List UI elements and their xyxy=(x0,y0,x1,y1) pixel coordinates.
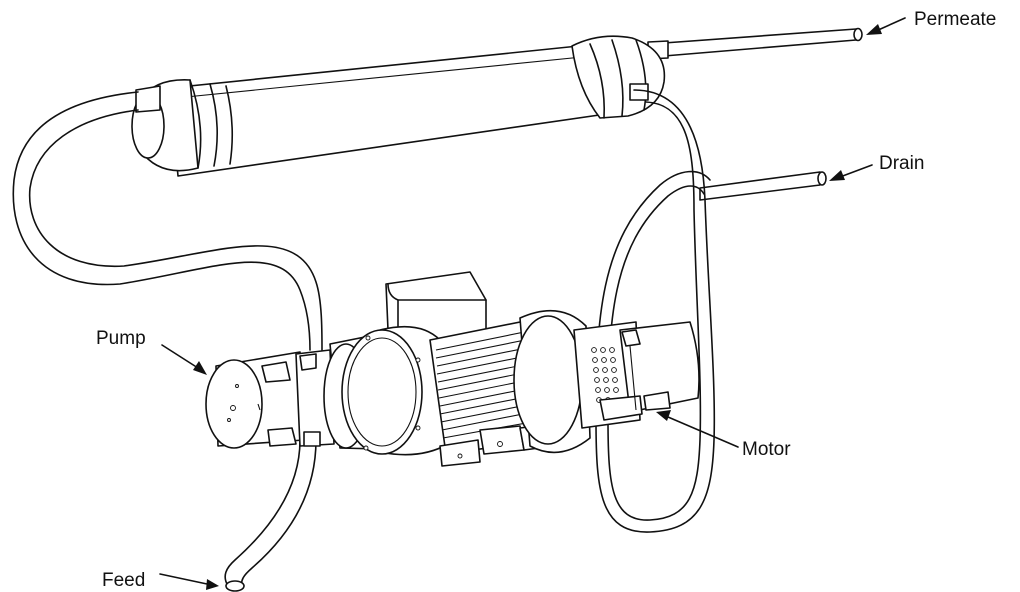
pump-unit xyxy=(205,349,335,449)
label-drain: Drain xyxy=(829,153,924,181)
label-feed: Feed xyxy=(102,570,219,591)
permeate-pipe xyxy=(647,27,863,60)
label-permeate: Permeate xyxy=(866,9,996,35)
pump-label: Pump xyxy=(96,328,146,349)
tubing xyxy=(12,89,716,592)
tube-stubs xyxy=(135,83,649,113)
label-pump: Pump xyxy=(96,328,207,375)
motor-unit xyxy=(341,271,591,467)
motor-label: Motor xyxy=(742,439,791,460)
permeate-label: Permeate xyxy=(914,9,996,30)
vent-holes-right xyxy=(591,347,619,403)
right-pump-head xyxy=(599,321,700,421)
label-motor: Motor xyxy=(656,410,791,460)
drain-label: Drain xyxy=(879,153,924,174)
membrane-housing xyxy=(131,27,863,177)
feed-label: Feed xyxy=(102,570,145,591)
drain-pipe xyxy=(699,171,827,201)
